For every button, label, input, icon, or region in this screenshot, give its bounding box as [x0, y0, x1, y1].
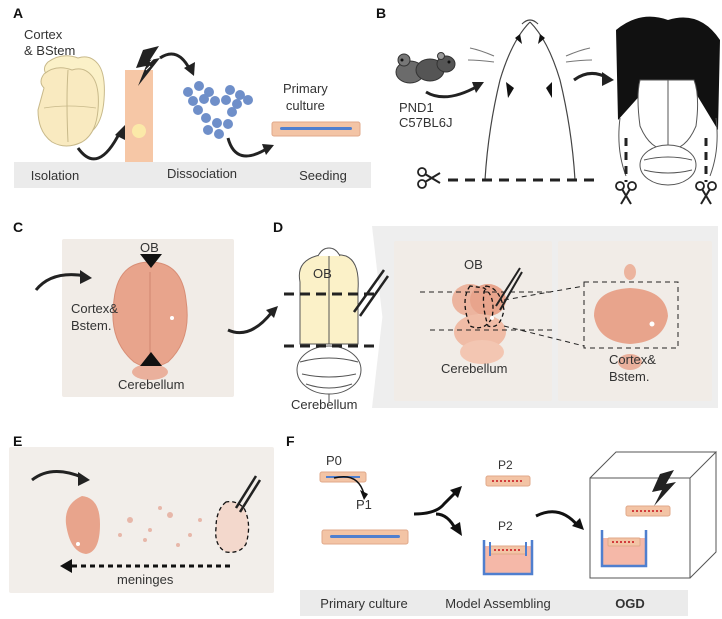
forceps-icon: [495, 267, 523, 311]
panel-e-illustration: [31, 470, 262, 573]
f-p2-top-label: P2: [498, 458, 513, 472]
c-cortex-line1: Cortex&: [71, 301, 118, 316]
mouse-label-line2: C57BL6J: [399, 115, 453, 130]
mouse-icon: [395, 52, 456, 84]
step-seeding: Seeding: [299, 168, 347, 183]
skin-flap: [616, 16, 720, 131]
e-meninges-label: meninges: [117, 572, 174, 587]
panel-c-letter: C: [13, 219, 24, 235]
step-model-assembling: Model Assembling: [445, 596, 551, 611]
panel-f-letter: F: [286, 433, 295, 449]
d-photo-cerebellum-label: Cerebellum: [441, 361, 508, 376]
step-isolation: Isolation: [30, 168, 80, 183]
c-cortex-label: Cortex& Bstem.: [71, 300, 118, 334]
panel-a-illustration: [37, 46, 361, 162]
panel-a-letter: A: [13, 5, 24, 21]
curved-arrow-icon: [535, 510, 580, 527]
d-zoom-cortex-line1: Cortex&: [609, 352, 656, 367]
curved-arrow-icon: [76, 131, 122, 161]
ogd-chamber: [589, 451, 718, 579]
scissors-icon: [417, 167, 441, 189]
photo-brain-2: [594, 264, 668, 370]
ob-arrowhead: [140, 254, 162, 268]
f-p2-bottom-label: P2: [498, 519, 513, 533]
scissors-icon: [695, 181, 717, 205]
curved-arrow-icon: [227, 311, 274, 335]
scissors-icon: [615, 181, 637, 205]
panel-a-step-bar: [14, 162, 371, 188]
mouse-label-line1: PND1: [399, 100, 434, 115]
forceps-icon: [352, 269, 390, 317]
d-zoom-cortex-label: Cortex& Bstem.: [609, 351, 656, 385]
meninges-outline: [215, 500, 250, 553]
brain-diagram: [296, 247, 362, 402]
c-ob-label: OB: [140, 240, 159, 255]
tissue-label: Cortex & BStem: [24, 27, 75, 59]
panel-b-illustration: [395, 16, 720, 205]
panel-f-illustration: [319, 451, 718, 579]
p2-bottom-well: [482, 540, 534, 576]
f-p1-label: P1: [356, 497, 372, 512]
d-photo-ob-label: OB: [464, 257, 483, 272]
c-cerebellum-label: Cerebellum: [118, 377, 185, 392]
primary-culture-line1: Primary: [283, 81, 328, 96]
panel-f-step-bar: [300, 590, 688, 616]
step-ogd: OGD: [615, 596, 645, 611]
half-brain: [65, 496, 100, 554]
c-cortex-line2: Bstem.: [71, 318, 112, 333]
zoom-box: [583, 281, 679, 349]
f-p0-label: P0: [326, 453, 342, 468]
d-diagram-ob-label: OB: [313, 266, 332, 281]
dissociated-cells: [183, 81, 253, 139]
cerebellum-arrowhead: [140, 352, 162, 366]
lightning-icon: [136, 46, 160, 86]
d-diagram-cerebellum-label: Cerebellum: [291, 397, 358, 412]
mouse-label: PND1 C57BL6J: [399, 100, 452, 130]
d-zoom-cortex-line2: Bstem.: [609, 369, 650, 384]
lightning-icon: [652, 470, 676, 506]
step-dissociation: Dissociation: [166, 166, 238, 181]
panel-e-letter: E: [13, 433, 23, 449]
tissue-label-line2: & BStem: [24, 43, 76, 58]
primary-culture-line2: culture: [285, 98, 325, 113]
brain-tissue-icon: [37, 55, 105, 147]
primary-culture-label: Primary culture: [283, 80, 328, 114]
panel-d-letter: D: [273, 219, 284, 235]
step-primary-culture: Primary culture: [320, 596, 408, 611]
panel-d-illustration: [227, 247, 679, 402]
panel-b-letter: B: [376, 5, 387, 21]
tissue-label-line1: Cortex: [24, 27, 63, 42]
dissociation-tube: [125, 70, 153, 162]
forceps-icon: [234, 475, 262, 513]
panel-c-brain: [34, 254, 188, 380]
ogd-well: [600, 530, 648, 568]
